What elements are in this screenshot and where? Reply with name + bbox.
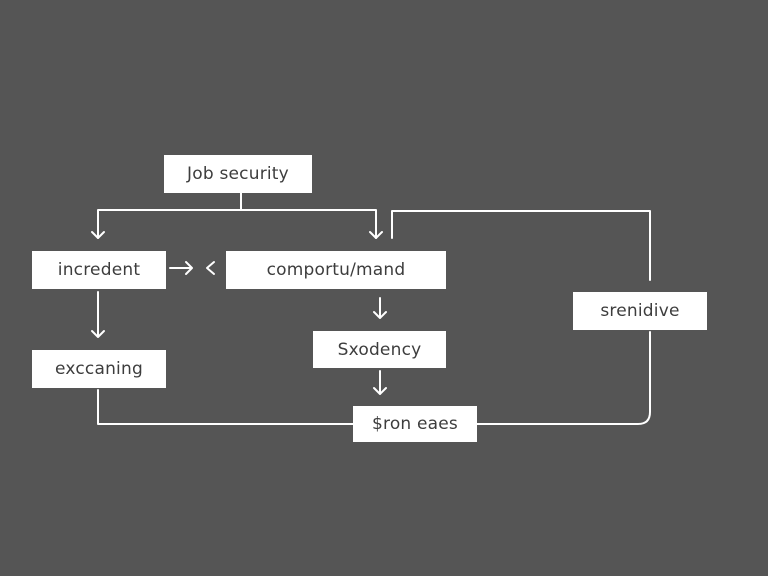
arrowhead-left-comport: [206, 261, 215, 275]
node-label: Job security: [187, 164, 289, 184]
node-label: exccaning: [55, 359, 143, 379]
node-label: Sxodency: [337, 339, 422, 360]
connector-exccaning-sron: [97, 389, 354, 425]
node-label: comportu/mand: [266, 260, 406, 280]
connector-sxodency-sron: [373, 370, 387, 395]
node-sron-eaes: $ron eaes: [353, 406, 477, 442]
connector-incredent-exccaning: [91, 291, 105, 338]
arrowhead-to-incredent: [91, 231, 105, 239]
node-job-security: Job security: [164, 155, 312, 193]
node-label: incredent: [57, 260, 141, 280]
arrowhead-to-comport: [369, 231, 383, 239]
node-label: srenidive: [600, 301, 680, 321]
connector-job-split: [97, 192, 377, 239]
connector-incredent-comport: [169, 261, 193, 275]
node-incredent: incredent: [32, 251, 166, 289]
connector-comport-srenidive: [391, 210, 651, 281]
node-srenidive: srenidive: [573, 292, 707, 330]
node-comportu-mand: comportu/mand: [226, 251, 446, 289]
connector-comport-sxodency: [373, 297, 387, 319]
node-label: $ron eaes: [371, 414, 458, 434]
node-sxodency: Sxodency: [313, 331, 446, 368]
connector-sron-srenidive: [476, 331, 651, 425]
node-exccaning: exccaning: [32, 350, 166, 388]
